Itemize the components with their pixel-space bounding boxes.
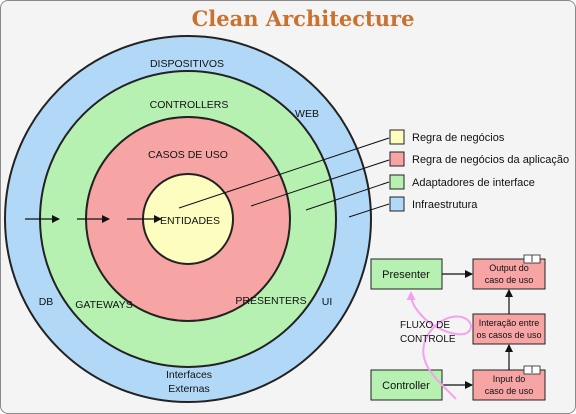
flow-label-line2: CONTROLE: [400, 334, 456, 345]
label-entidades: ENTIDADES: [160, 215, 220, 227]
output-label-line2: caso de uso: [485, 275, 534, 285]
label-db: DB: [39, 296, 54, 308]
label-presenters: PRESENTERS: [235, 295, 306, 307]
output-box: [472, 258, 546, 290]
controller-label: Controller: [382, 380, 430, 392]
legend-label-business: Regra de negócios: [412, 132, 505, 144]
presenter-label: Presenter: [382, 269, 430, 281]
label-dispositivos: DISPOSITIVOS: [150, 58, 224, 70]
legend-leader-business: [178, 137, 390, 209]
output-label-line1: Output do: [489, 263, 529, 273]
legend-label-application: Regra de negócios da aplicação: [412, 154, 569, 166]
flow-label-line1: FLUXO DE: [400, 320, 450, 331]
label-web: WEB: [295, 108, 319, 120]
input-interface-marker: I: [531, 365, 534, 375]
flow-of-control-curve: [406, 291, 473, 400]
output-interface-tab: [523, 254, 541, 264]
input-label-line2: caso de uso: [485, 386, 534, 396]
label-externas: Externas: [168, 383, 209, 395]
label-casos-de-uso: CASOS DE USO: [148, 149, 228, 161]
label-ui: UI: [322, 296, 333, 308]
diagram-title: Clean Architecture: [192, 6, 415, 31]
label-controllers: CONTROLLERS: [150, 99, 229, 111]
legend-swatch-adapters: [389, 174, 405, 190]
legend-leader-application: [250, 159, 390, 207]
legend-label-infrastructure: Infraestrutura: [412, 199, 478, 211]
legend-leader-adapters: [305, 181, 390, 211]
legend-swatch-application: [389, 151, 405, 167]
output-interface-marker: I: [531, 254, 534, 264]
interaction-label-line1: Interação entre: [479, 318, 540, 328]
input-interface-tab: [523, 365, 541, 375]
interaction-label-line2: os casos de uso: [476, 330, 541, 340]
label-gateways: GATEWAYS: [75, 299, 133, 311]
input-box: [472, 369, 546, 401]
legend-swatch-business: [389, 129, 405, 145]
legend-label-adapters: Adaptadores de interface: [412, 177, 535, 189]
input-label-line1: Input do: [493, 374, 526, 384]
presenter-box: [370, 258, 443, 290]
legend-swatch-infrastructure: [389, 196, 405, 212]
label-interfaces: Interfaces: [166, 369, 212, 381]
controller-box: [370, 369, 443, 401]
legend-leader-infrastructure: [348, 203, 390, 218]
